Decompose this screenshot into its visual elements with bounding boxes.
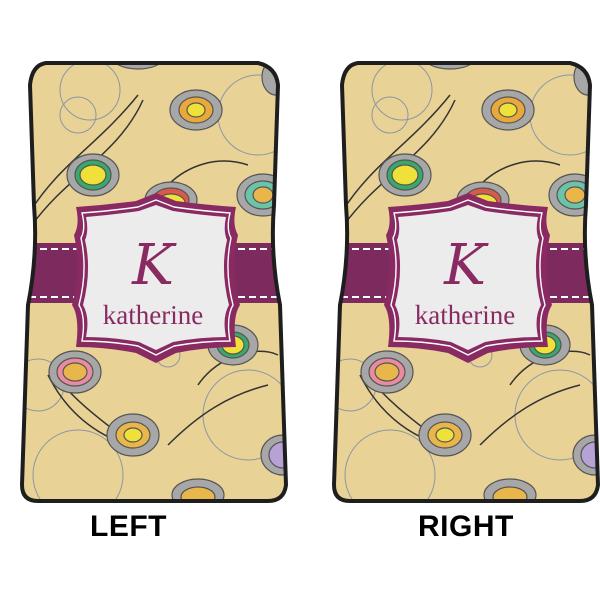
- monogram-name: katherine: [414, 300, 516, 330]
- monogram-name: katherine: [102, 300, 204, 330]
- right-caption: RIGHT: [418, 510, 514, 543]
- mat-artwork: [331, 61, 600, 503]
- right-floor-mat: K katherine: [330, 55, 600, 505]
- left-floor-mat: K katherine: [18, 55, 288, 505]
- monogram-initial: K: [132, 233, 174, 298]
- mat-artwork: [19, 61, 288, 503]
- left-caption: LEFT: [90, 510, 167, 543]
- monogram-initial: K: [444, 233, 486, 298]
